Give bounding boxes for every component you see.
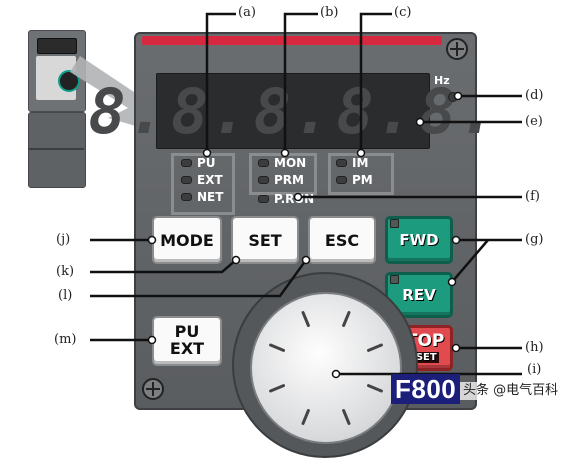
callout-e: (e) [525,114,543,129]
screw-icon [142,378,164,400]
watermark-text: 头条 @电气百科 [460,382,562,400]
display-digit: 8. [336,74,415,148]
screw-icon [446,38,468,60]
dial-tick [366,343,383,352]
led-indicator-im: IM [336,157,368,169]
led-indicator-net: NET [181,191,223,203]
inverter-thumbnail [22,30,92,188]
display-digit: 8. [418,74,498,148]
reset-label: RESET [399,352,439,363]
callout-h: (h) [525,340,544,355]
callout-i: (i) [527,362,542,377]
inverter-seam [28,148,84,150]
dial-tick [269,343,286,352]
dial-tick [342,311,351,328]
callout-f: (f) [525,189,540,204]
pu-ext-top-label: PU [174,322,200,342]
pu-ext-bottom-label: EXT [169,339,205,358]
callout-l: (l) [58,288,73,303]
inverter-lower-body [28,112,86,188]
dial-tick [269,384,286,393]
led-indicator-prm: PRM [258,174,304,186]
unit-label-hz: Hz [434,74,450,87]
panel-accent-bar [142,36,442,45]
callout-d: (d) [525,88,544,103]
esc-button[interactable]: ESC [308,216,376,264]
callout-b: (b) [320,5,339,20]
callout-j: (j) [56,232,71,247]
callout-k: (k) [56,264,75,279]
display-digit: 8. [171,74,250,148]
callout-c: (c) [394,5,412,20]
led-indicator-mon: MON [258,157,306,169]
operation-panel-diagram: 8. 8. 8. 8. 8. Hz PU EXT NET MON PRM P.R… [22,5,562,458]
callout-g: (g) [525,232,544,247]
led-indicator-pu: PU [181,157,216,169]
pu-ext-button[interactable]: PU EXT [152,316,222,366]
dial-tick [301,311,310,328]
fwd-indicator-led [390,219,399,228]
callout-a: (a) [238,5,256,20]
dial-tick [301,408,310,425]
fwd-button[interactable]: FWD [385,216,453,264]
callout-m: (m) [54,332,77,347]
display-digit: 8. [88,74,168,148]
led-indicator-pm: PM [336,174,373,186]
set-button[interactable]: SET [231,216,299,264]
mode-led-group [171,153,235,215]
mode-button[interactable]: MODE [152,216,222,264]
display-digit: 8. [253,74,333,148]
led-indicator-ext: EXT [181,174,223,186]
model-badge: F800 [391,374,461,404]
seven-segment-display: 8. 8. 8. 8. 8. [88,73,496,149]
inverter-mini-display [37,38,77,54]
leader-lines [90,12,522,379]
dial-tick [366,384,383,393]
inverter-mini-dial [58,70,80,92]
dial-tick [342,408,351,425]
rev-indicator-led [390,275,399,284]
